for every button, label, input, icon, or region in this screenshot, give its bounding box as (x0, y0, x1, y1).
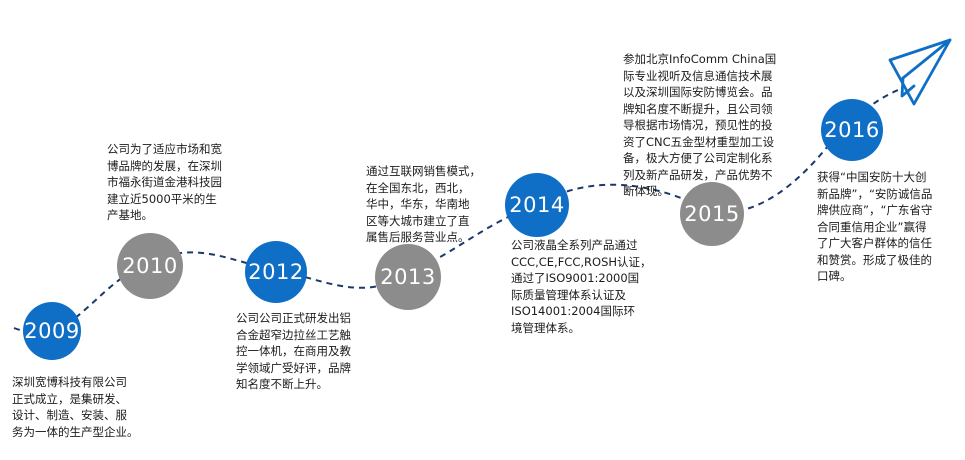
milestone-text-2010: 公司为了适应市场和宽 博品牌的发展，在深圳 市福永街道金港科技园 建立近5000… (107, 142, 222, 222)
milestone-text-2009: 深圳宽博科技有限公司 正式成立，是集研发、 设计、制造、安装、服 务为一体的生产… (12, 375, 139, 439)
milestone-text-2015: 参加北京InfoComm China国 际专业视听及信息通信技术展 以及深圳国际… (623, 52, 777, 198)
year-node-2013: 2013 (375, 244, 441, 310)
milestone-text-2013: 通过互联网销售模式， 在全国东北，西北， 华中，华东，华南地 区等大城市建立了直… (366, 164, 481, 244)
milestone-text-2016: 获得“中国安防十大创 新品牌”，“安防诚信品 牌供应商”，“广东省守 合同重信用… (817, 170, 933, 283)
year-node-2014: 2014 (505, 173, 569, 237)
year-node-2012: 2012 (245, 241, 307, 303)
milestone-text-2012: 公司公司正式研发出铝 合金超窄边拉丝工艺触 控一体机，在商用及教 学领域广受好评… (236, 311, 351, 391)
timeline-dashed-path (13, 89, 899, 334)
paper-plane-icon (888, 38, 952, 106)
year-node-2016: 2016 (821, 99, 883, 161)
year-node-2009: 2009 (23, 302, 81, 360)
milestone-text-2014: 公司液晶全系列产品通过 CCC,CE,FCC,ROSH认证， 通过了ISO900… (511, 238, 652, 335)
year-node-2015: 2015 (680, 182, 744, 246)
year-node-2010: 2010 (117, 233, 183, 299)
